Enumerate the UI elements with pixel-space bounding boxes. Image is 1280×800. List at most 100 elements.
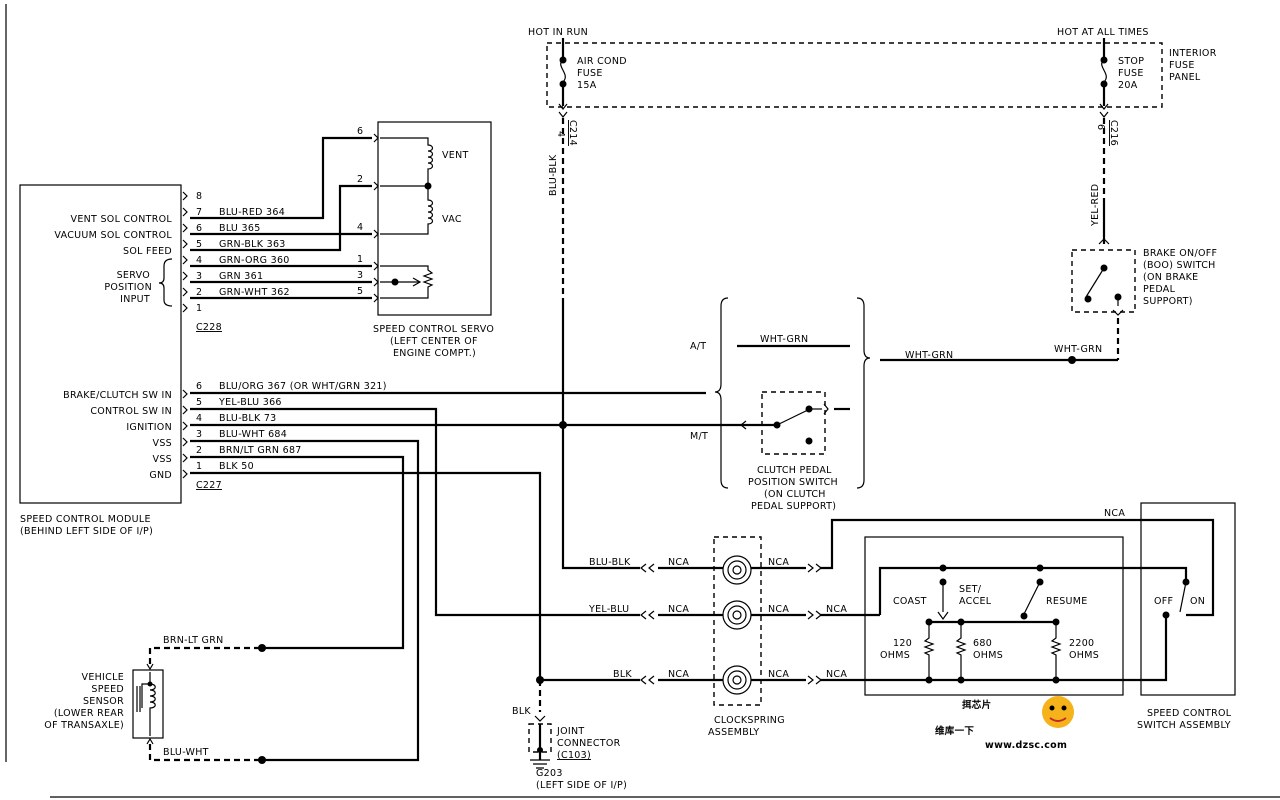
nca-label: NCA: [668, 557, 689, 568]
vehicle-speed-sensor: BRN-LT GRN BLU-WHT VEHICLE SPEED SENSOR …: [44, 635, 266, 764]
blu-blk-wire: [561, 300, 640, 570]
boo-switch-label: BRAKE ON/OFF: [1143, 248, 1217, 259]
joint-label: JOINT: [556, 726, 585, 737]
nca-label: NCA: [768, 669, 789, 680]
c227-pin: 2: [196, 445, 202, 456]
c228-chevrons: [182, 191, 188, 313]
servo-title: SPEED CONTROL SERVO: [373, 324, 494, 335]
servo-location-1: (LEFT CENTER OF: [390, 336, 478, 347]
boo-switch-label: SUPPORT): [1143, 296, 1193, 307]
resistor-unit: OHMS: [880, 650, 910, 661]
speed-control-module: VENT SOL CONTROL VACUUM SOL CONTROL SOL …: [19, 184, 222, 537]
module-label-servo: SERVO: [117, 270, 150, 281]
brn-lt-grn-label: BRN-LT GRN: [163, 635, 224, 646]
boo-switch-label: PEDAL: [1143, 284, 1176, 295]
c227-pin: 6: [196, 381, 202, 392]
blk-cs-label: BLK: [613, 669, 632, 680]
c228-pin: 2: [196, 287, 202, 298]
vss-label: (LOWER REAR: [54, 708, 124, 719]
stop-fuse-label: FUSE: [1118, 68, 1144, 79]
set-accel-label: ACCEL: [959, 596, 992, 607]
module-label-brake-clutch: BRAKE/CLUTCH SW IN: [63, 390, 172, 401]
c227-pin-numbers: 6 5 4 3 2 1: [196, 381, 202, 472]
vss-label: OF TRANSAXLE): [44, 720, 124, 731]
module-location: (BEHIND LEFT SIDE OF I/P): [20, 526, 153, 537]
blu-blk-cs-label: BLU-BLK: [589, 557, 631, 568]
nca-label: NCA: [768, 604, 789, 615]
c228-pin: 5: [196, 239, 202, 250]
c227-chevrons: [182, 389, 188, 479]
blu-blk-label: BLU-BLK: [548, 154, 559, 196]
clockspring-label: CLOCKSPRING: [714, 715, 785, 726]
joint-connector-id: (C103): [557, 750, 591, 761]
module-label-input: INPUT: [120, 294, 150, 305]
servo-vac-label: VAC: [442, 214, 462, 225]
c216-pin: 6: [1095, 124, 1106, 130]
vss-label: SPEED: [91, 684, 124, 695]
connector-c227: C227: [196, 480, 222, 491]
ground-location: (LEFT SIDE OF I/P): [536, 780, 627, 791]
clutch-switch-label: CLUTCH PEDAL: [757, 465, 832, 476]
resume-label: RESUME: [1046, 596, 1088, 607]
connector-c214: C214: [567, 120, 578, 146]
wire-label: GRN-WHT 362: [219, 287, 290, 298]
module-label-vss-2: VSS: [153, 454, 172, 465]
hot-in-run-label: HOT IN RUN: [528, 27, 588, 38]
c227-pin: 1: [196, 461, 202, 472]
switch-assembly-label: SWITCH ASSEMBLY: [1137, 720, 1231, 731]
c228-pin: 6: [196, 223, 202, 234]
module-label-position: POSITION: [104, 282, 152, 293]
speed-control-switch-assembly: COAST SET/ ACCEL RESUME OFF ON 120 OHMS …: [864, 502, 1236, 731]
switch-assembly-label: SPEED CONTROL: [1147, 708, 1232, 719]
stop-fuse-label: STOP: [1118, 56, 1144, 67]
nca-label: NCA: [826, 604, 847, 615]
servo-location-2: ENGINE COMPT.): [393, 348, 476, 359]
joint-connector: BLK JOINT CONNECTOR (C103) G203 (LEFT SI…: [512, 680, 627, 791]
resistor-value: 120: [893, 638, 912, 649]
c228-wire-labels: BLU-RED 364 BLU 365 GRN-BLK 363 GRN-ORG …: [219, 207, 290, 298]
set-accel-label: SET/: [959, 584, 982, 595]
wht-grn-at-label: WHT-GRN: [760, 334, 808, 345]
connector-c228: C228: [196, 322, 222, 333]
c227-wire-labels: BLU/ORG 367 (OR WHT/GRN 321) YEL-BLU 366…: [218, 381, 386, 472]
wht-grn-label: WHT-GRN: [905, 350, 953, 361]
c228-pin: 3: [196, 271, 202, 282]
yel-blu-cs-label: YEL-BLU: [588, 604, 629, 615]
c214-pin: 4: [555, 131, 566, 137]
c227-pin: 5: [196, 397, 202, 408]
servo-vent-label: VENT: [442, 150, 469, 161]
c228-pin-numbers: 8 7 6 5 4 3 2 1: [196, 191, 202, 314]
vss-label: VEHICLE: [82, 672, 124, 683]
yel-red-label: YEL-RED: [1090, 184, 1101, 227]
mascot-icon: [1042, 696, 1074, 728]
wire-label: BRN/LT GRN 687: [219, 445, 302, 456]
wire-label: BLU-RED 364: [219, 207, 285, 218]
nca-label: NCA: [668, 669, 689, 680]
module-title: SPEED CONTROL MODULE: [20, 514, 151, 525]
nca-label: NCA: [668, 604, 689, 615]
clockspring-label: ASSEMBLY: [708, 727, 760, 738]
clockspring-assembly: BLU-BLK YEL-BLU BLK NCA NCA NCA NCA NCA …: [588, 536, 822, 738]
module-label-vss-1: VSS: [153, 438, 172, 449]
wire-label: GRN-BLK 363: [219, 239, 286, 250]
boo-switch: BRAKE ON/OFF (BOO) SWITCH (ON BRAKE PEDA…: [1071, 238, 1217, 316]
module-label-gnd: GND: [149, 470, 172, 481]
wire-label: BLU-WHT 684: [219, 429, 287, 440]
servo-pin: 4: [357, 222, 363, 233]
clutch-switch-label: POSITION SWITCH: [748, 477, 838, 488]
wire-label: YEL-BLU 366: [218, 397, 282, 408]
blu-wht-label: BLU-WHT: [163, 747, 209, 758]
watermark-url: www.dzsc.com: [985, 740, 1067, 751]
blk-ground-label: BLK: [512, 706, 531, 717]
servo-pin: 6: [357, 126, 363, 137]
c228-pin: 8: [196, 191, 202, 202]
joint-label: CONNECTOR: [557, 738, 621, 749]
wire-label: BLU 365: [219, 223, 261, 234]
hot-at-all-times-label: HOT AT ALL TIMES: [1057, 27, 1149, 38]
clutch-switch-group: A/T M/T WHT-GRN CLUTCH PEDAL POSITION SW…: [690, 297, 871, 512]
clutch-switch-label: PEDAL SUPPORT): [751, 501, 836, 512]
coast-label: COAST: [893, 596, 927, 607]
nca-label: NCA: [826, 669, 847, 680]
connector-c216: C216: [1108, 120, 1119, 146]
air-cond-fuse-rating: 15A: [577, 80, 597, 91]
